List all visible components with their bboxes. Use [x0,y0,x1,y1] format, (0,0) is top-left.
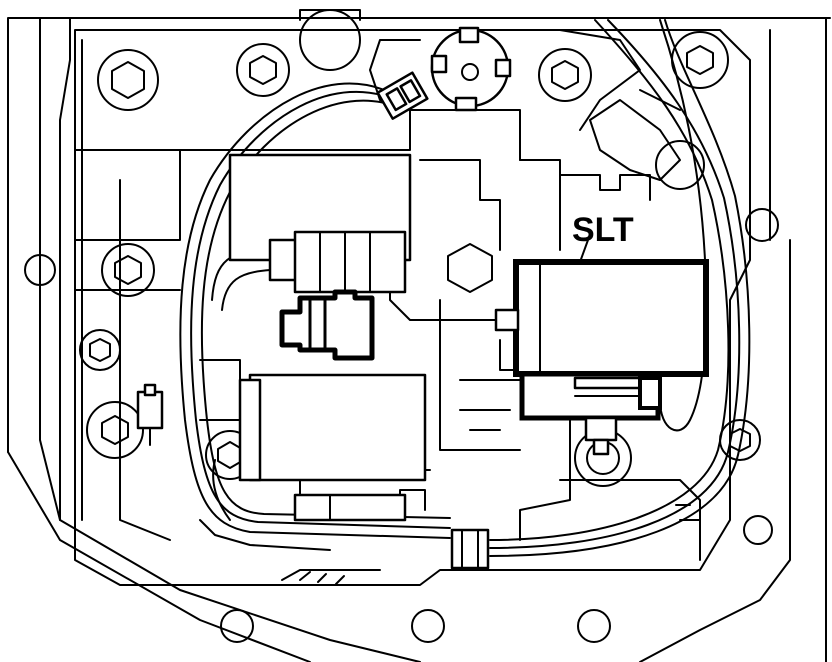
bolt [538,48,592,102]
right-bracket [589,89,681,181]
detent-gear [299,9,641,131]
connector-middle [279,289,375,361]
top-connector [376,71,429,120]
harness-left-clip [136,383,164,446]
bolt [79,329,121,371]
bolt [86,401,144,459]
bolt [447,243,493,293]
solenoid-upper [228,153,412,294]
valve-body-bolts [79,31,761,487]
slt-label: SLT [572,211,634,249]
solenoid-lower [238,373,427,522]
housing-bolt-holes [24,208,779,643]
bolt [655,140,705,190]
bolt [97,49,159,111]
harness-clip [450,528,490,570]
slt-label-group: SLT [572,211,634,263]
bolt [101,243,155,297]
housing-outline [7,17,831,662]
bolt [236,43,290,97]
bolt [719,419,761,461]
slt-solenoid [494,259,709,456]
